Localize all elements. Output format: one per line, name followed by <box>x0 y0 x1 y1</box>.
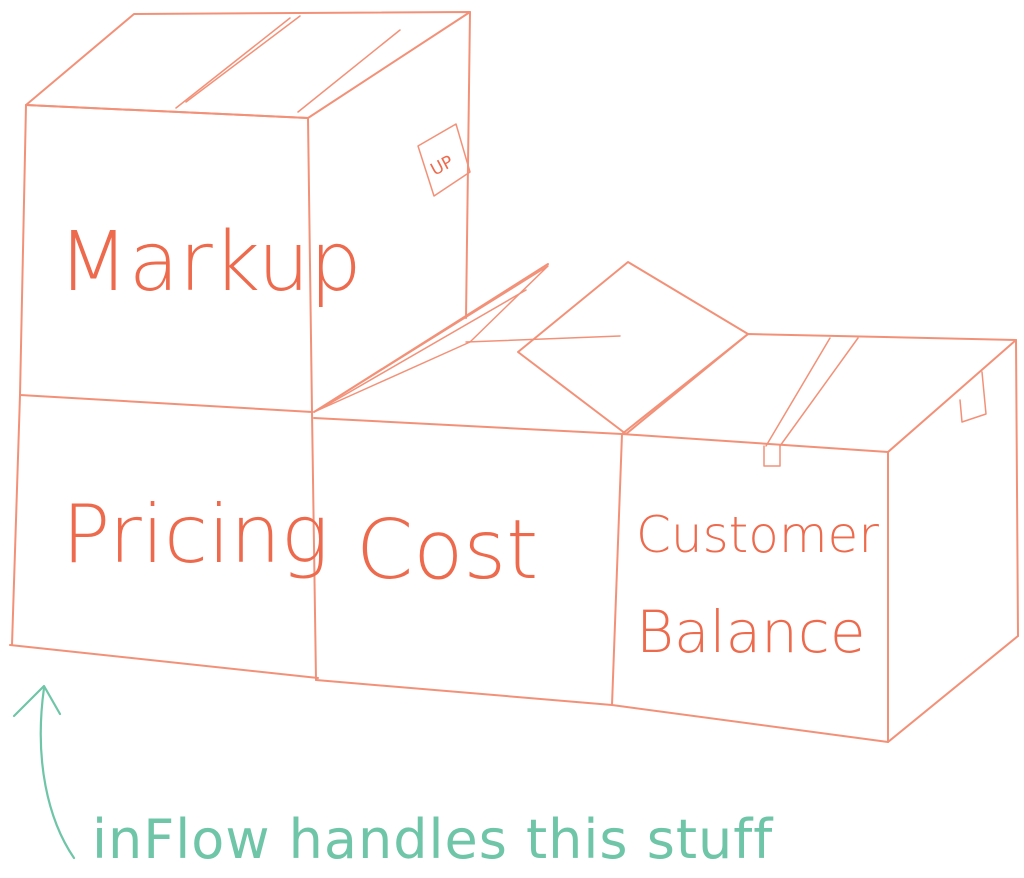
customer-box-tape-side <box>960 372 986 422</box>
markup-box-front-left <box>20 105 26 395</box>
markup-box-tape-left-2 <box>186 16 300 102</box>
customer-box-tape-a <box>766 338 830 446</box>
markup-box-top <box>26 12 470 118</box>
caption: inFlow handles this stuff <box>92 808 774 871</box>
up-sticker: UP <box>418 124 470 196</box>
pricing-label: Pricing <box>62 488 329 581</box>
cost-box-open-flap <box>518 262 748 434</box>
annotation: inFlow handles this stuff <box>14 686 774 871</box>
annotation-arrow-head <box>14 686 60 716</box>
pricing-box-left-edge <box>12 395 20 645</box>
customer-box-top-right <box>888 340 1016 452</box>
cost-box-top-front <box>314 418 622 434</box>
cost-box-right-edge <box>612 434 622 705</box>
cost-label: Cost <box>356 503 538 598</box>
markup-box-bottom <box>20 395 312 412</box>
markup-box-tape-left <box>176 18 290 108</box>
customer-box-tape-tab <box>764 446 780 466</box>
customer-box-bottom-right <box>888 636 1018 742</box>
customer-box-back-right <box>1016 340 1018 636</box>
annotation-arrow-shaft <box>41 688 74 858</box>
pricing-box: Pricing <box>10 395 329 680</box>
up-sticker-label: UP <box>427 152 456 180</box>
markup-box-top-edge <box>26 105 308 118</box>
customer-balance-label-line2: Balance <box>636 598 866 666</box>
cost-box-bottom <box>316 680 612 705</box>
markup-box: UP Markup <box>20 12 470 412</box>
customer-box-top-front <box>622 434 888 452</box>
markup-label: Markup <box>58 215 362 310</box>
customer-balance-label-line1: Customer <box>636 506 879 564</box>
customer-box-tape-b <box>780 338 858 446</box>
markup-box-tape-right <box>298 30 400 112</box>
customer-box-bottom <box>612 705 888 742</box>
customer-box-top-back <box>622 334 1016 434</box>
cost-box-back-rim <box>466 336 620 342</box>
pricing-box-bottom <box>10 645 318 678</box>
